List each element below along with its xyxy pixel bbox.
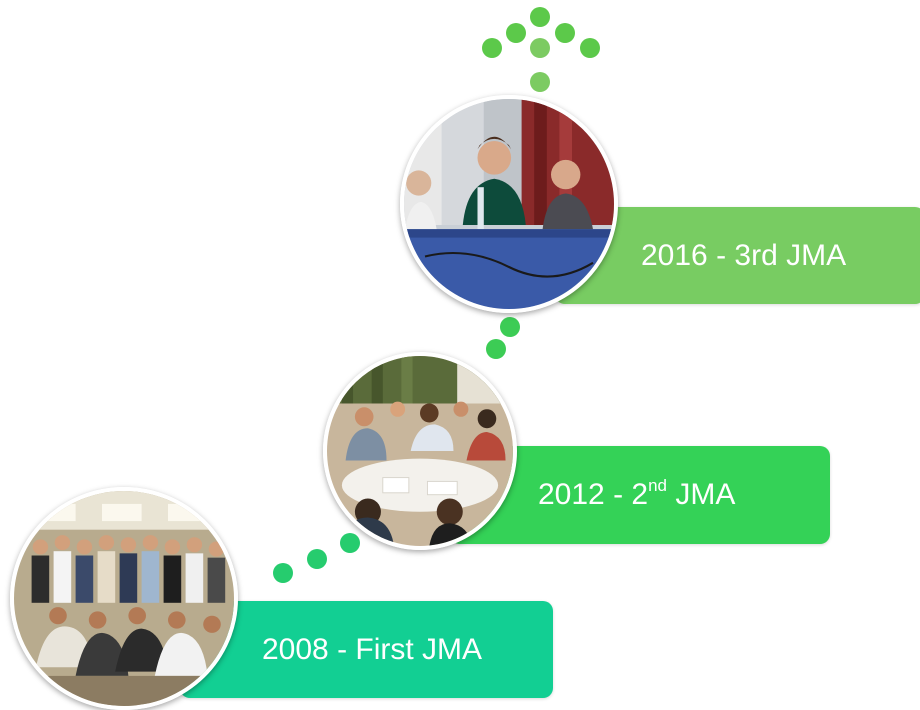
- arrow-dot: [530, 7, 550, 27]
- milestone-2012-ordinal: nd: [648, 476, 668, 495]
- milestone-2008-label: 2008 - First JMA: [180, 601, 553, 698]
- milestone-2012-suffix: JMA: [667, 478, 736, 511]
- connector-dot: [500, 317, 520, 337]
- connector-dot: [307, 549, 327, 569]
- arrow-dot: [530, 38, 550, 58]
- milestone-2008-photo: [10, 487, 238, 710]
- milestone-2016-photo: [400, 95, 618, 313]
- connector-dot: [340, 533, 360, 553]
- milestone-2008-text: 2008 - First JMA: [262, 632, 483, 666]
- milestone-2012-year: 2012 - 2: [538, 478, 649, 511]
- arrow-dot: [482, 38, 502, 58]
- arrow-dot: [530, 72, 550, 92]
- connector-dot: [486, 339, 506, 359]
- arrow-dot: [506, 23, 526, 43]
- milestone-2012-photo: [323, 352, 517, 550]
- arrow-dot: [555, 23, 575, 43]
- milestone-2012-text: 2012 - 2nd JMA: [538, 476, 736, 512]
- arrow-dot: [580, 38, 600, 58]
- milestone-2016-text: 2016 - 3rd JMA: [641, 238, 847, 272]
- connector-dot: [273, 563, 293, 583]
